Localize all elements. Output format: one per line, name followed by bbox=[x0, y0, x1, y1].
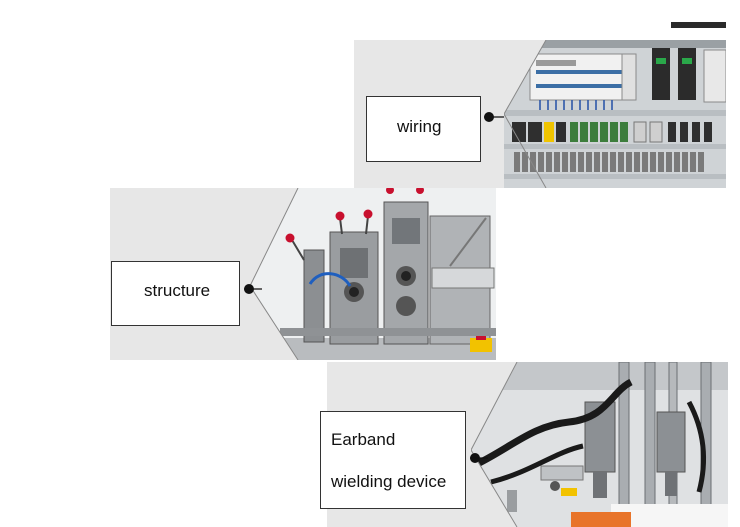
machine-structure-image bbox=[250, 188, 496, 360]
wiring-connector-dot bbox=[484, 112, 494, 122]
earband-label-box: Earband wielding device bbox=[320, 411, 466, 509]
electrical-cabinet-image bbox=[504, 40, 726, 188]
earband-label-line2: wielding device bbox=[331, 472, 447, 491]
structure-label: structure bbox=[144, 281, 211, 300]
wiring-label-box: wiring bbox=[366, 96, 481, 162]
structure-label-box: structure bbox=[111, 261, 240, 326]
earband-welding-image bbox=[471, 362, 728, 527]
earband-photo bbox=[471, 362, 728, 527]
wiring-label: wiring bbox=[397, 117, 442, 136]
wiring-photo bbox=[504, 40, 726, 188]
top-edge-bar bbox=[671, 22, 726, 28]
wiring-panel bbox=[354, 40, 726, 188]
structure-panel bbox=[110, 188, 496, 360]
earband-label-line1: Earband bbox=[331, 430, 396, 449]
structure-photo bbox=[250, 188, 496, 360]
